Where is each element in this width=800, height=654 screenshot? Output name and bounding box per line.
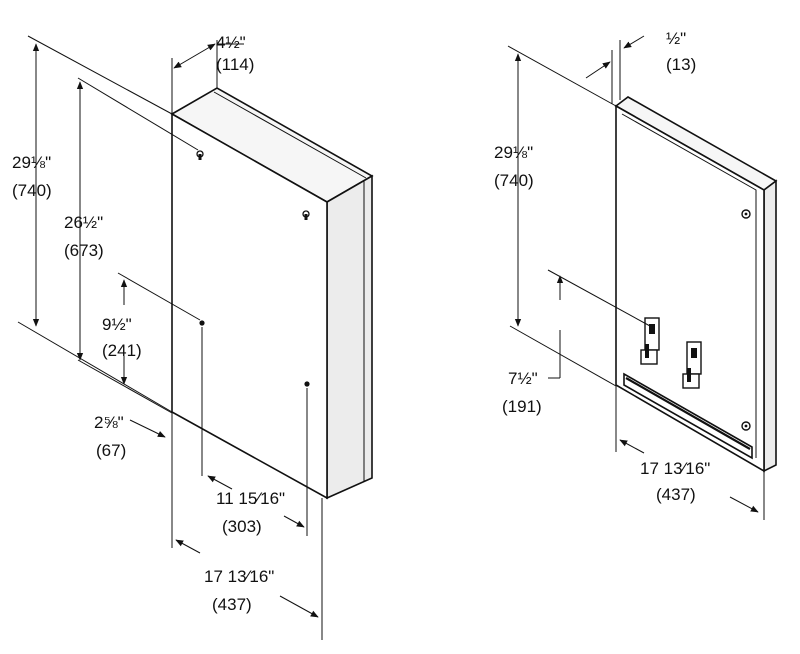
- coin-mechanism-icon: [682, 341, 702, 389]
- right-cabinet: [614, 96, 778, 473]
- left-mount-height-mm: (673): [64, 241, 104, 260]
- mounting-hole-icon: [304, 381, 310, 387]
- left-dimension-lines: [17, 35, 323, 640]
- left-depth-mm: (114): [216, 55, 254, 74]
- left-width-in: 17 13⁄16": [204, 567, 274, 586]
- left-mount-height-in: 26½": [64, 213, 103, 232]
- keyhole-slot-icon: [302, 210, 310, 220]
- mounting-hole-icon: [199, 320, 205, 326]
- left-hole-spacing-mm: (303): [222, 517, 262, 536]
- left-lower-hole-in: 9½": [102, 315, 132, 334]
- keyhole-slot-icon: [196, 150, 204, 160]
- left-cabinet: [170, 87, 374, 500]
- right-depth-in: ½": [666, 29, 686, 48]
- left-depth-in: 4½": [216, 33, 246, 52]
- right-tray-height-in: 7½": [508, 369, 538, 388]
- left-height-mm: (740): [12, 181, 52, 200]
- left-side-offset-in: 2⅝": [94, 413, 124, 432]
- right-dimension-lines: [507, 35, 765, 520]
- right-height-mm: (740): [494, 171, 534, 190]
- left-side-offset-mm: (67): [96, 441, 126, 460]
- right-width-in: 17 13⁄16": [640, 459, 710, 478]
- right-width-mm: (437): [656, 485, 696, 504]
- left-hole-spacing-in: 11 15⁄16": [216, 489, 285, 508]
- left-height-in: 29⅛": [12, 153, 51, 172]
- right-depth-mm: (13): [666, 55, 696, 74]
- left-lower-hole-mm: (241): [102, 341, 142, 360]
- right-height-in: 29⅛": [494, 143, 533, 162]
- right-cabinet-side: [763, 179, 777, 473]
- left-cabinet-side: [326, 174, 373, 500]
- dispensing-tray: [623, 372, 753, 460]
- left-width-mm: (437): [212, 595, 252, 614]
- left-cabinet-front: [171, 112, 328, 500]
- coin-mechanism-icon: [640, 317, 660, 365]
- right-tray-height-mm: (191): [502, 397, 542, 416]
